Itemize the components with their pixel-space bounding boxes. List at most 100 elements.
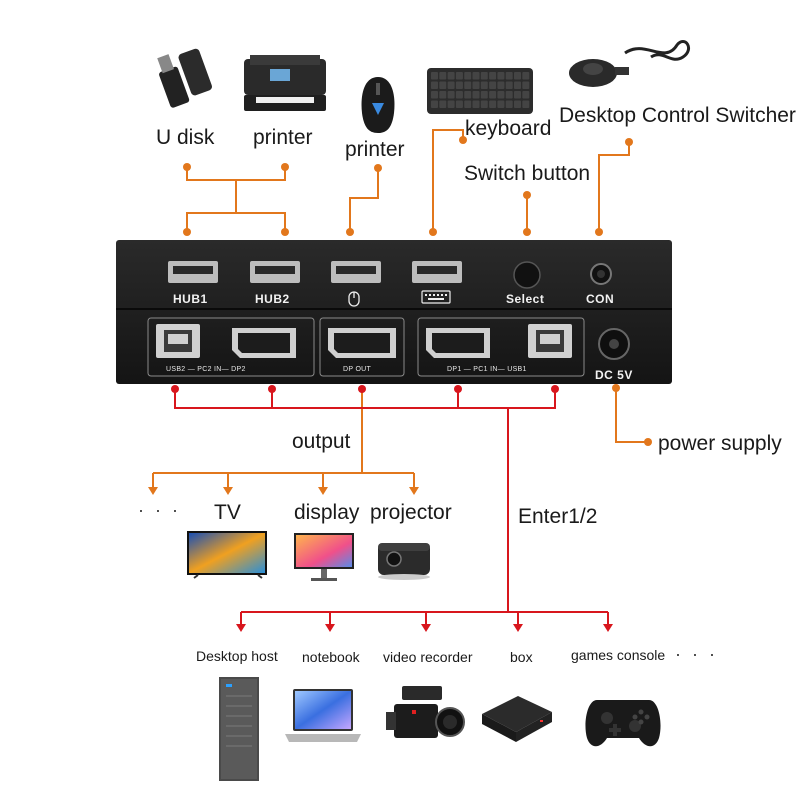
keyboard-key <box>505 91 513 99</box>
desktop-control-switcher-label: Desktop Control Switcher <box>559 104 796 127</box>
keyboard-key <box>489 100 497 108</box>
hub2-usb-port <box>250 261 300 283</box>
pc1-input-group <box>417 317 585 377</box>
dc-power-jack <box>598 328 630 360</box>
keyboard-key <box>522 72 530 80</box>
printer-label-right: printer <box>345 138 405 161</box>
notebook-icon <box>285 689 361 742</box>
hub1-usb-port <box>168 261 218 283</box>
keyboard-key <box>489 81 497 89</box>
keyboard-key <box>514 72 521 80</box>
keyboard-key <box>439 100 447 108</box>
keyboard-usb-port <box>412 261 462 283</box>
keyboard-key <box>472 81 480 89</box>
keyboard-key <box>464 91 472 99</box>
box-label: box <box>510 649 533 665</box>
keyboard-key <box>439 72 447 80</box>
video-recorder-label: video recorder <box>383 649 473 665</box>
u-disk-label: U disk <box>156 126 215 149</box>
hub1-label: HUB1 <box>173 292 208 306</box>
printer-icon <box>244 55 326 111</box>
keyboard-key <box>439 91 447 99</box>
switch-button-label: Switch button <box>464 162 591 185</box>
pc2-input-group <box>147 317 315 377</box>
desktop-host-label: Desktop host <box>196 648 278 664</box>
display-icon <box>294 533 354 581</box>
keyboard-key <box>464 81 472 89</box>
keyboard-key <box>480 100 488 108</box>
hub2-label: HUB2 <box>255 292 290 306</box>
keyboard-key <box>480 91 488 99</box>
keyboard-key <box>472 91 480 99</box>
keyboard-key <box>497 91 505 99</box>
pc1-in-label: DP1 — PC1 IN— USB1 <box>447 366 527 373</box>
mouse-usb-port <box>331 261 381 283</box>
keyboard-key <box>522 91 530 99</box>
keyboard-key <box>431 91 438 99</box>
keyboard-key <box>455 81 463 89</box>
keyboard-key <box>505 72 513 80</box>
power-supply-label: power supply <box>658 432 782 455</box>
keyboard-key <box>447 91 455 99</box>
mouse-icon <box>361 77 395 133</box>
keyboard-key <box>439 81 447 89</box>
projector-icon <box>378 543 430 580</box>
keyboard-key <box>464 100 472 108</box>
keyboard-key <box>464 72 472 80</box>
video-recorder-icon <box>386 686 465 738</box>
keyboard-key <box>489 72 497 80</box>
mouse-symbol-icon <box>348 291 360 307</box>
keyboard-key <box>447 81 455 89</box>
keyboard-key <box>447 100 455 108</box>
keyboard-key <box>514 81 521 89</box>
output-more-ellipsis: · · · <box>138 500 181 520</box>
tv-box-icon <box>482 696 552 742</box>
keyboard-key <box>447 72 455 80</box>
dp-out-label: DP OUT <box>343 366 372 373</box>
desktop-control-switcher-icon <box>569 40 690 87</box>
keyboard-key <box>497 100 505 108</box>
keyboard-key <box>514 91 521 99</box>
keyboard-key <box>497 81 505 89</box>
keyboard-key <box>480 81 488 89</box>
keyboard-key <box>431 81 438 89</box>
keyboard-key <box>480 72 488 80</box>
keyboard-key <box>522 81 530 89</box>
dc5v-label: DC 5V <box>595 368 633 382</box>
keyboard-key <box>455 100 463 108</box>
keyboard-key <box>489 91 497 99</box>
keyboard-symbol-icon <box>421 290 451 304</box>
keyboard-key <box>505 100 513 108</box>
select-label: Select <box>506 292 545 306</box>
usb-drive-icon <box>157 48 212 108</box>
games-console-label: games console <box>571 647 666 663</box>
pc2-in-label: USB2 — PC2 IN— DP2 <box>166 366 246 373</box>
keyboard-key <box>455 91 463 99</box>
hosts-more-ellipsis: · · · <box>675 644 718 664</box>
keyboard-icon <box>427 68 533 114</box>
keyboard-key <box>522 100 530 108</box>
keyboard-key <box>431 100 438 108</box>
printer-label-left: printer <box>253 126 313 149</box>
desktop-host-icon <box>219 677 259 781</box>
keyboard-key <box>431 72 438 80</box>
games-console-icon <box>585 700 661 747</box>
select-button[interactable] <box>512 260 542 290</box>
tv-label: TV <box>214 501 241 524</box>
keyboard-key <box>514 100 521 108</box>
enter-label: Enter1/2 <box>518 505 598 528</box>
tv-icon <box>187 531 267 579</box>
keyboard-key <box>472 100 480 108</box>
output-label: output <box>292 430 351 453</box>
dp-out-group <box>319 317 405 377</box>
keyboard-key <box>505 81 513 89</box>
projector-label: projector <box>370 501 452 524</box>
display-label: display <box>294 501 360 524</box>
keyboard-key <box>497 72 505 80</box>
con-jack <box>590 263 612 285</box>
con-label: CON <box>586 292 615 306</box>
notebook-label: notebook <box>302 649 360 665</box>
keyboard-key <box>455 72 463 80</box>
keyboard-key <box>472 72 480 80</box>
